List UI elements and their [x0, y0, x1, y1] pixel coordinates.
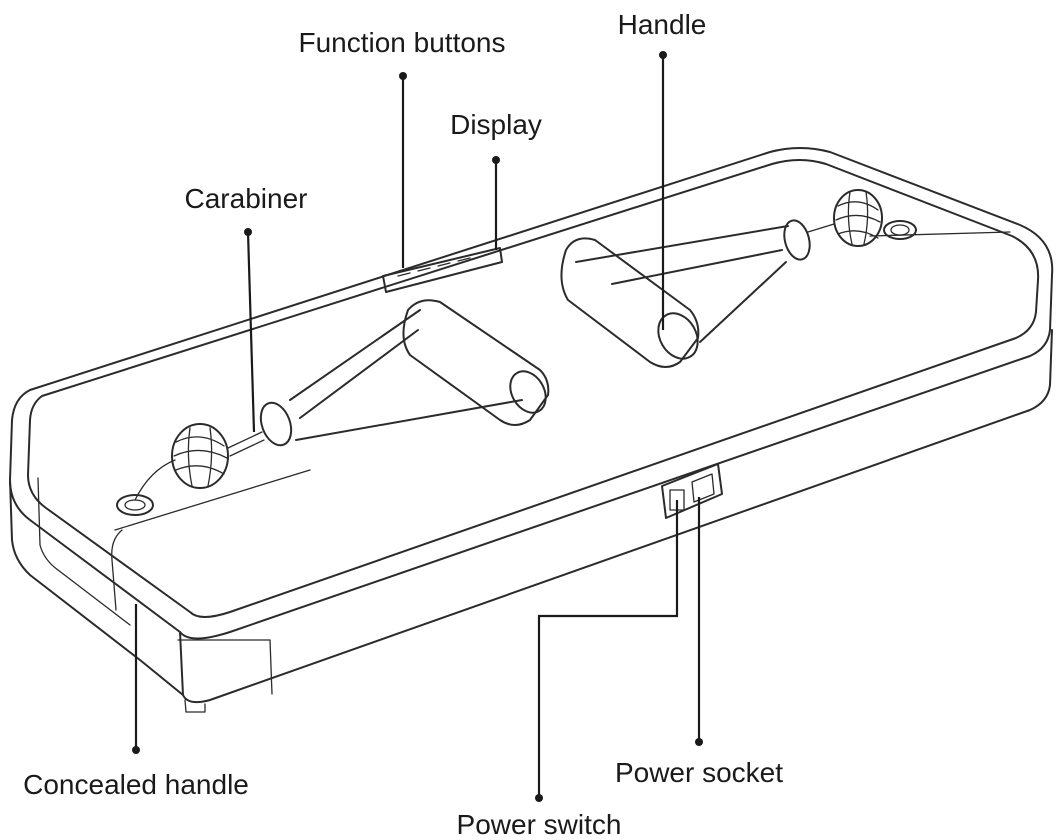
- label-display: Display: [450, 109, 542, 140]
- right-handle-assembly: [560, 189, 917, 368]
- label-power-switch: Power switch: [457, 809, 622, 840]
- left-handle-assembly: [116, 299, 550, 516]
- leader-dot-display: [492, 156, 500, 164]
- label-carabiner: Carabiner: [185, 183, 308, 214]
- leader-dot-power-switch: [535, 794, 543, 802]
- leader-dot-carabiner: [244, 228, 252, 236]
- leader-dot-concealed-handle: [132, 746, 140, 754]
- leader-lines: [132, 51, 703, 802]
- display-panel: [382, 247, 503, 293]
- device-body: [9, 147, 1054, 713]
- leader-dot-function-buttons: [399, 72, 407, 80]
- leader-power-switch: [537, 500, 679, 798]
- label-concealed-handle: Concealed handle: [23, 769, 249, 800]
- label-power-socket: Power socket: [615, 757, 783, 788]
- label-function-buttons: Function buttons: [298, 27, 505, 58]
- leader-dot-power-socket: [695, 738, 703, 746]
- label-handle: Handle: [618, 9, 707, 40]
- leader-dot-handle: [659, 51, 667, 59]
- leader-carabiner: [246, 231, 256, 433]
- callout-labels: Function buttons Handle Display Carabine…: [23, 9, 783, 840]
